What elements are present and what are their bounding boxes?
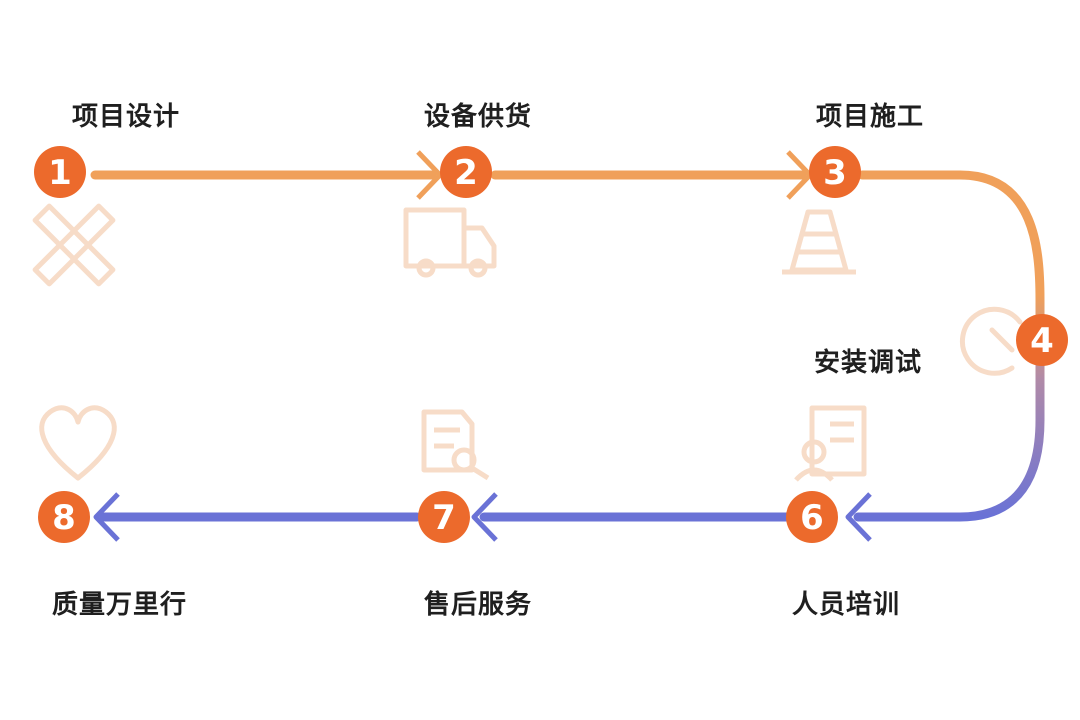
svg-text:4: 4 xyxy=(1030,321,1054,361)
connector-2-3 xyxy=(490,150,813,200)
certificate-person-icon xyxy=(794,405,867,482)
connector-1-2 xyxy=(90,150,443,200)
arrowhead-6 xyxy=(845,492,872,542)
svg-text:7: 7 xyxy=(432,498,456,538)
step-badge-2: 2 xyxy=(440,146,492,198)
document-search-icon xyxy=(421,409,490,481)
step-label-1: 项目设计 xyxy=(72,102,181,132)
truck-icon xyxy=(403,207,497,278)
step-label-2: 设备供货 xyxy=(424,102,533,132)
step-label-7: 售后服务 xyxy=(424,590,533,620)
connector-7-8 xyxy=(93,492,422,542)
step-badge-8: 8 xyxy=(38,491,90,543)
wrench-icon xyxy=(959,306,1023,376)
step-label-8: 质量万里行 xyxy=(52,590,188,620)
step-badge-3: 3 xyxy=(809,146,861,198)
heart-icon xyxy=(39,405,117,481)
connector-loop-3-6 xyxy=(853,170,1045,522)
connector-6-7 xyxy=(471,492,792,542)
svg-text:1: 1 xyxy=(48,153,72,193)
step-badge-4: 4 xyxy=(1016,314,1068,366)
svg-text:2: 2 xyxy=(454,153,478,193)
svg-text:8: 8 xyxy=(52,498,76,538)
step-badge-1: 1 xyxy=(34,146,86,198)
svg-text:3: 3 xyxy=(823,153,847,193)
ruler-pencil-icon xyxy=(32,203,116,287)
step-label-3: 项目施工 xyxy=(816,102,925,132)
step-label-6: 人员培训 xyxy=(792,590,901,620)
step-badge-7: 7 xyxy=(418,491,470,543)
svg-text:6: 6 xyxy=(800,498,824,538)
step-label-4: 安装调试 xyxy=(814,348,923,378)
step-badge-6: 6 xyxy=(786,491,838,543)
traffic-cone-icon xyxy=(782,209,856,275)
